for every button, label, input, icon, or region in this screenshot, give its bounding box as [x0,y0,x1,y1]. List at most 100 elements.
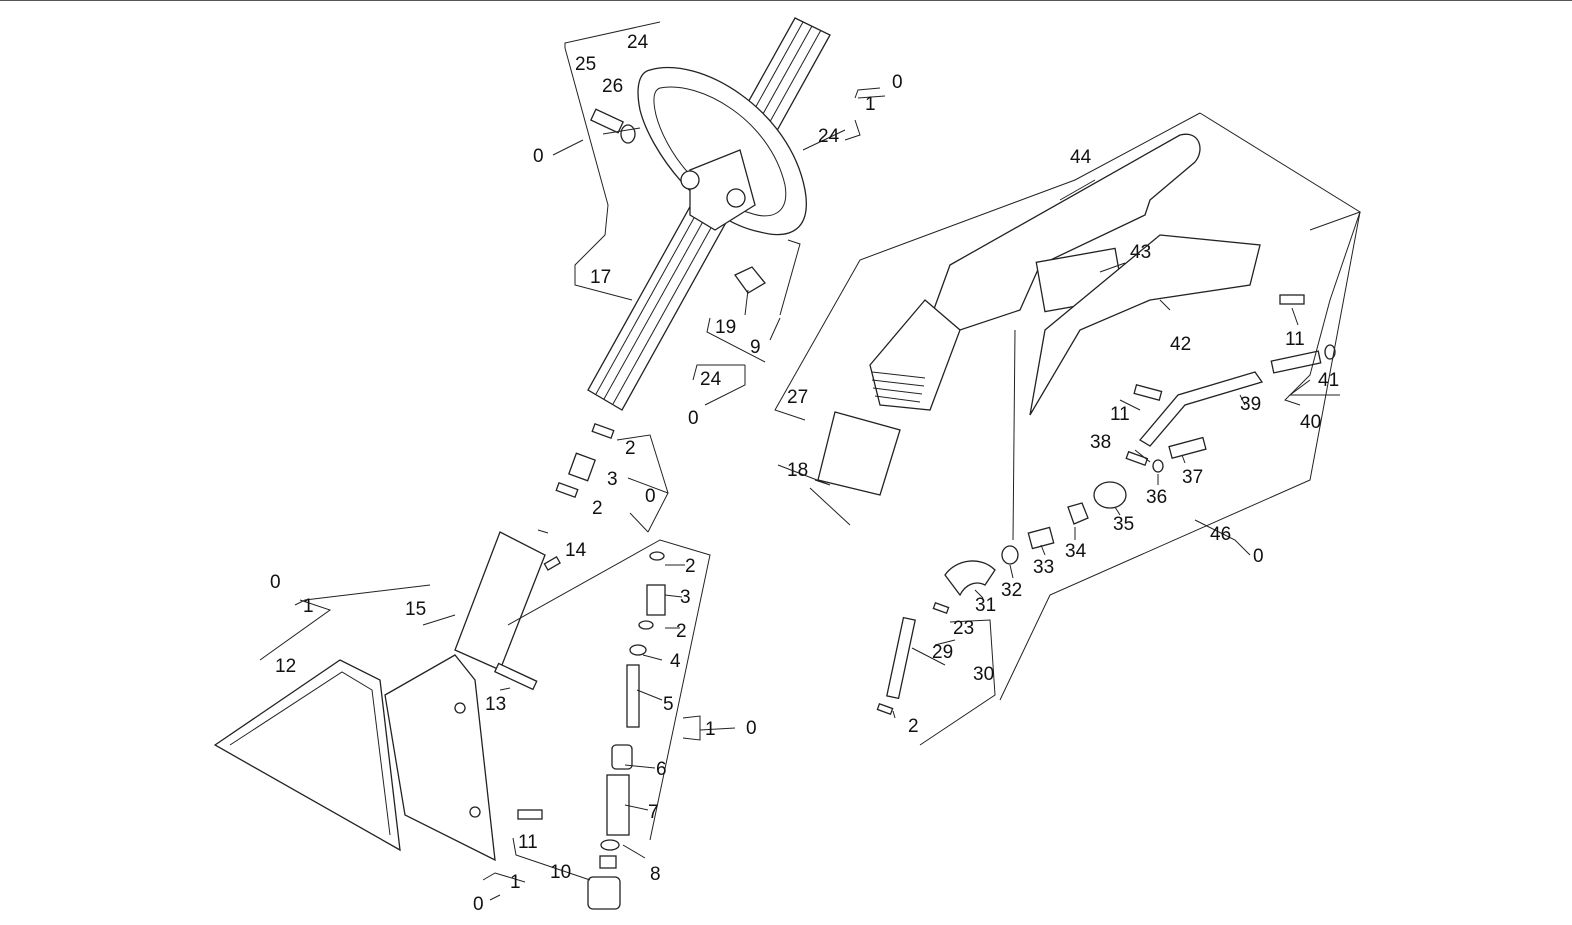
callout-2: 2 [592,498,603,519]
leader-lines [259,21,1362,901]
lance-29 [886,616,916,700]
callout-0: 0 [892,72,903,93]
nut-34 [1067,502,1089,525]
screw-11-nozzle [517,809,543,820]
callout-15: 15 [405,599,426,620]
filter-bracket-27 [817,411,901,496]
callout-26: 26 [602,76,623,97]
callout-35: 35 [1113,514,1134,535]
callout-42: 42 [1170,334,1191,355]
callout-23: 23 [953,618,974,639]
callout-1: 1 [865,94,876,115]
callout-1: 1 [705,719,716,740]
callout-8: 8 [650,864,661,885]
hex-key-9 [779,239,801,316]
callout-9: 9 [750,337,761,358]
callout-11: 11 [518,832,538,853]
lever-plate-42 [1029,234,1261,416]
callout-7: 7 [648,802,659,823]
callout-6: 6 [656,759,667,780]
callout-18: 18 [787,460,808,481]
callout-41: 41 [1318,370,1339,391]
callout-0: 0 [1253,546,1264,567]
screw-25 [590,108,624,134]
valve-rod-5 [626,664,640,728]
callout-39: 39 [1240,394,1261,415]
hose-handle-assembly [809,133,1336,716]
callout-34: 34 [1065,541,1087,562]
ring-36 [1152,459,1164,473]
callout-3: 3 [607,469,618,490]
o-ring-41 [1324,344,1336,360]
top-border-line [0,0,1572,1]
callout-4: 4 [670,651,681,672]
callout-31: 31 [975,595,996,616]
callout-24: 24 [700,369,722,390]
screw-14 [543,556,561,571]
callout-40: 40 [1300,412,1321,433]
tube-39 [1139,371,1264,447]
callout-27: 27 [787,387,808,408]
spring-33 [1027,526,1055,550]
callout-38: 38 [1090,432,1111,453]
callout-24: 24 [818,126,840,147]
callout-37: 37 [1182,467,1203,488]
callout-24: 24 [627,32,649,53]
callout-3: 3 [680,587,691,608]
coupling-35 [1093,481,1127,509]
callout-46: 46 [1210,524,1231,545]
valve-body-7 [606,774,630,836]
nozzle-side-plate [384,654,496,862]
callout-14: 14 [565,540,587,561]
handle-grip [637,66,807,236]
seal-set-upper [555,422,615,499]
callout-10: 10 [550,862,571,883]
callout-29: 29 [932,642,953,663]
callout-13: 13 [485,694,506,715]
callout-0: 0 [270,572,281,593]
callout-25: 25 [575,54,596,75]
callout-2: 2 [625,438,636,459]
spring-38 [1125,450,1149,467]
callout-2: 2 [676,621,687,642]
o-ring-32 [1001,545,1019,565]
callout-12: 12 [275,656,296,677]
callout-30: 30 [973,664,994,685]
pin-13 [493,662,538,691]
callout-1: 1 [303,596,314,617]
callout-32: 32 [1001,580,1022,601]
callout-5: 5 [663,694,674,715]
callout-1: 1 [510,872,521,893]
callout-36: 36 [1146,487,1167,508]
callout-0: 0 [688,408,699,429]
callout-17: 17 [590,267,611,288]
elbow-31 [944,560,996,597]
callout-2: 2 [908,716,919,737]
handle-body-44 [929,133,1201,331]
screw-11-upper [1279,294,1305,305]
callout-labels: 24 25 26 0 0 1 24 17 19 9 24 0 2 3 0 2 1… [270,32,1339,915]
callout-44: 44 [1070,147,1092,168]
callout-43: 43 [1130,242,1151,263]
nozzle-neck-15 [454,531,546,671]
washer-26 [620,124,636,144]
fitting-37 [1168,436,1207,459]
nozzle-assembly [213,531,561,862]
nozzle-head-12 [213,659,401,852]
valve-stack [587,551,666,910]
coupling-nut-10 [587,876,621,910]
nut-6 [611,744,633,770]
handle-clamp [689,149,756,231]
callout-2: 2 [685,556,696,577]
callout-0: 0 [746,718,757,739]
callout-11: 11 [1110,404,1130,425]
nut-19 [734,266,766,294]
o-ring-8 [600,839,620,851]
handle-assembly [587,17,831,411]
callout-0: 0 [645,486,656,507]
screw-11-lower [1133,383,1163,401]
callout-0: 0 [533,146,544,167]
callout-33: 33 [1033,557,1054,578]
coupling-40 [1270,350,1322,374]
